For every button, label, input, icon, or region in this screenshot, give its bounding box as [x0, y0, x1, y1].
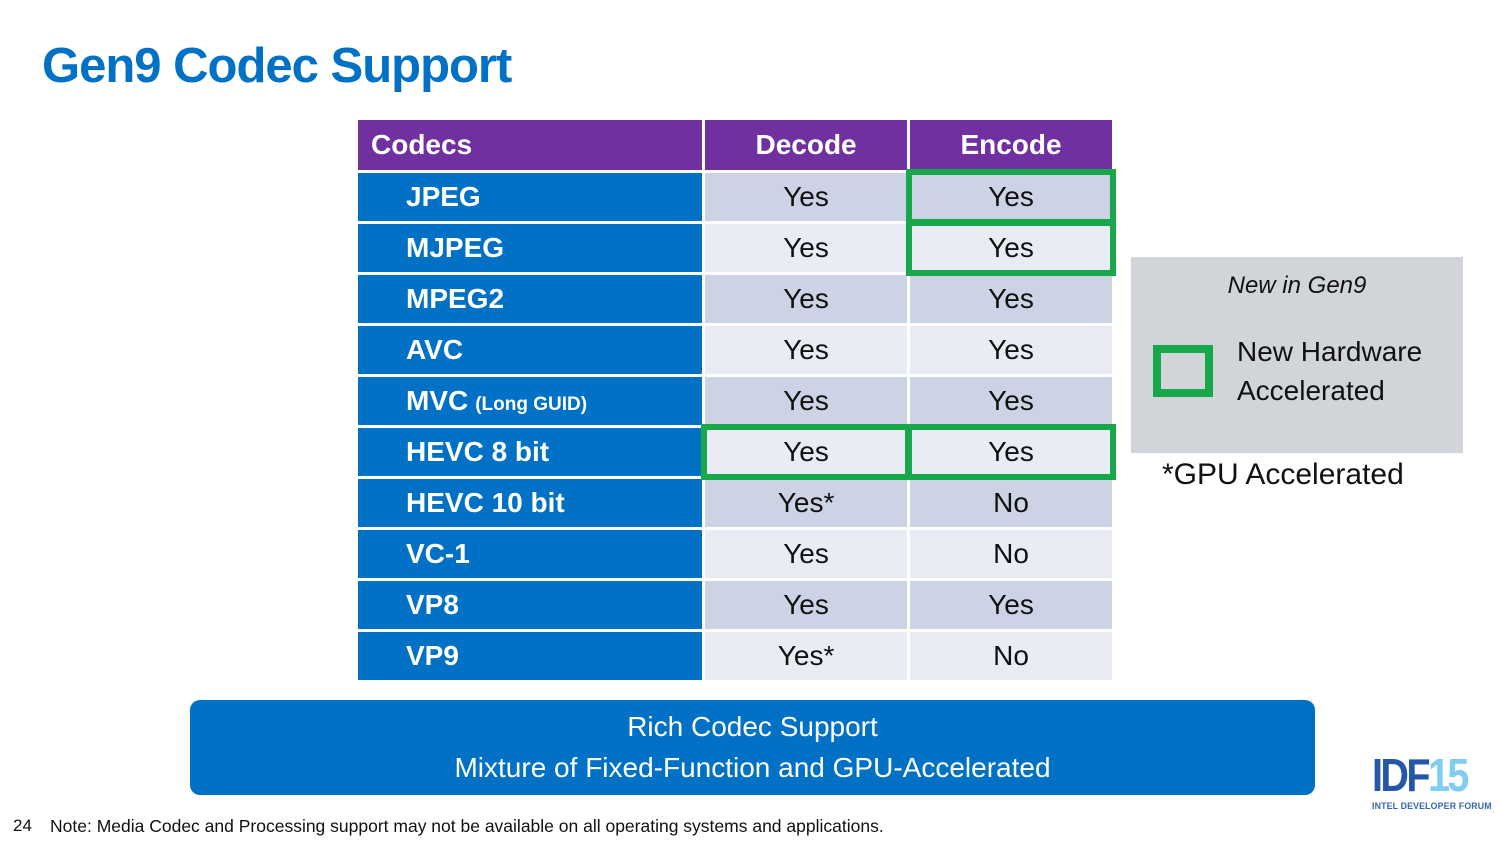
- column-header-encode: Encode: [910, 120, 1112, 170]
- codec-name-suffix: (Long GUID): [475, 394, 588, 415]
- codec-name-cell: MJPEG: [358, 224, 703, 272]
- table-row: MPEG2 Yes Yes: [358, 275, 1112, 323]
- banner-line2: Mixture of Fixed-Function and GPU-Accele…: [454, 751, 1051, 783]
- table-row: MVC (Long GUID) Yes Yes: [358, 377, 1112, 425]
- logo-year: 15: [1427, 749, 1469, 801]
- table-row: HEVC 10 bit Yes* No: [358, 479, 1112, 527]
- codec-table: Codecs Decode Encode JPEG Yes Yes MJPEG …: [355, 117, 1116, 683]
- codec-table-body: JPEG Yes Yes MJPEG Yes Yes MPEG2 Yes Yes…: [358, 169, 1116, 680]
- table-row: AVC Yes Yes: [358, 326, 1112, 374]
- column-header-codecs: Codecs: [358, 120, 703, 170]
- codec-name: MVC: [406, 385, 469, 416]
- table-header: Codecs Decode Encode: [358, 120, 1112, 170]
- legend-item: New Hardware Accelerated: [1153, 332, 1463, 410]
- table-row: MJPEG Yes Yes: [358, 220, 1116, 276]
- encode-cell: Yes: [906, 424, 1116, 480]
- codec-name-cell: VP8: [358, 581, 703, 629]
- codec-name-cell: MVC (Long GUID): [358, 377, 703, 425]
- codec-name: JPEG: [406, 181, 481, 212]
- footnote: Note: Media Codec and Processing support…: [50, 816, 884, 836]
- codec-name: MJPEG: [406, 232, 505, 263]
- page-number: 24: [13, 816, 32, 835]
- encode-cell: Yes: [910, 275, 1112, 323]
- codec-name: HEVC 8 bit: [406, 436, 550, 467]
- idf15-logo: IDF15 INTEL DEVELOPER FORUM: [1372, 752, 1492, 812]
- table-row: VP9 Yes* No: [358, 632, 1112, 680]
- table-row: JPEG Yes Yes: [358, 169, 1116, 225]
- decode-cell: Yes: [705, 224, 908, 272]
- encode-cell: Yes: [906, 169, 1116, 225]
- decode-cell: Yes*: [705, 479, 908, 527]
- page-title: Gen9 Codec Support: [42, 39, 512, 93]
- codec-name-cell: HEVC 10 bit: [358, 479, 703, 527]
- header-row: Codecs Decode Encode: [358, 120, 1112, 170]
- decode-cell: Yes*: [705, 632, 908, 680]
- codec-name-cell: MPEG2: [358, 275, 703, 323]
- green-highlight-box-icon: [1153, 345, 1213, 398]
- codec-name-cell: JPEG: [358, 173, 703, 221]
- encode-cell: Yes: [910, 377, 1112, 425]
- decode-cell: Yes: [705, 581, 908, 629]
- decode-cell: Yes: [705, 275, 908, 323]
- encode-cell: No: [910, 632, 1112, 680]
- table-row: VC-1 Yes No: [358, 530, 1112, 578]
- codec-name: VC-1: [406, 538, 470, 569]
- codec-name-cell: VP9: [358, 632, 703, 680]
- codec-name: AVC: [406, 334, 464, 365]
- decode-cell: Yes: [705, 530, 908, 578]
- codec-name-cell: HEVC 8 bit: [358, 428, 703, 476]
- decode-cell: Yes: [705, 326, 908, 374]
- encode-cell: Yes: [910, 581, 1112, 629]
- logo-subtitle: INTEL DEVELOPER FORUM: [1372, 801, 1492, 812]
- codec-name: VP8: [406, 589, 459, 620]
- legend-title: New in Gen9: [1227, 272, 1367, 299]
- summary-banner: Rich Codec Support Mixture of Fixed-Func…: [190, 700, 1315, 795]
- encode-cell: No: [910, 530, 1112, 578]
- table-row: HEVC 8 bit Yes Yes: [358, 424, 1116, 480]
- codec-name-cell: AVC: [358, 326, 703, 374]
- encode-cell: No: [910, 479, 1112, 527]
- logo-idf: IDF: [1372, 749, 1431, 801]
- codec-name-cell: VC-1: [358, 530, 703, 578]
- idf15-logo-text: IDF15: [1372, 752, 1475, 798]
- column-header-decode: Decode: [705, 120, 908, 170]
- encode-cell: Yes: [906, 220, 1116, 276]
- table-row: VP8 Yes Yes: [358, 581, 1112, 629]
- codec-name: VP9: [406, 640, 459, 671]
- codec-name: MPEG2: [406, 283, 505, 314]
- codec-name: HEVC 10 bit: [406, 487, 565, 518]
- encode-cell: Yes: [910, 326, 1112, 374]
- decode-cell: Yes: [705, 173, 908, 221]
- decode-cell: Yes: [705, 377, 908, 425]
- banner-line1: Rich Codec Support: [627, 710, 878, 742]
- legend-label: New Hardware Accelerated: [1237, 336, 1423, 407]
- legend-box: New in Gen9 New Hardware Accelerated: [1131, 257, 1463, 453]
- gpu-accelerated-note: *GPU Accelerated: [1162, 458, 1404, 491]
- decode-cell: Yes: [701, 424, 911, 480]
- codec-support-table: Codecs Decode Encode JPEG Yes Yes MJPEG …: [355, 117, 1116, 683]
